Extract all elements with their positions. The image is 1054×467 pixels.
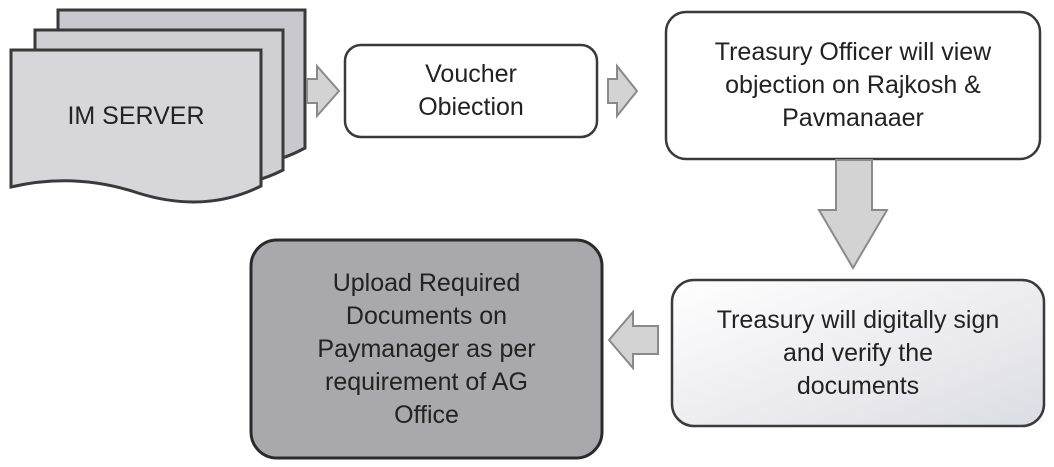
sign-line-2: and verify the bbox=[782, 338, 934, 367]
upload-docs-label: Upload Required Documents on Paymanager … bbox=[251, 244, 602, 454]
treasury-sign-box bbox=[670, 278, 1046, 428]
arrow-down bbox=[817, 159, 889, 270]
upload-line-3: Paymanager as per bbox=[317, 334, 536, 363]
arrow-right-1 bbox=[306, 63, 341, 119]
treasury-sign-label: Treasury will digitally sign and verify … bbox=[672, 282, 1044, 424]
voucher-line-2: Obiection bbox=[418, 93, 524, 121]
voucher-objection-label: Voucher Obiection bbox=[345, 45, 597, 137]
officer-line-2: objection on Rajkosh & bbox=[725, 71, 981, 99]
upload-line-1: Upload Required bbox=[332, 268, 521, 297]
voucher-line-1: Voucher bbox=[425, 60, 517, 88]
voucher-objection-box bbox=[343, 43, 599, 139]
officer-line-3: Pavmanaaer bbox=[782, 104, 924, 132]
treasury-officer-label: Treasury Officer will view objection on … bbox=[666, 14, 1040, 157]
im-server-text: IM SERVER bbox=[67, 101, 205, 130]
upload-line-5: Office bbox=[394, 400, 459, 429]
sign-line-3: documents bbox=[796, 371, 920, 400]
upload-line-4: requirement of AG bbox=[325, 367, 528, 396]
upload-docs-box bbox=[249, 238, 604, 460]
server-page-front bbox=[9, 48, 263, 204]
sign-line-1: Treasury will digitally sign bbox=[716, 305, 1000, 334]
officer-line-1: Treasury Officer will view bbox=[714, 38, 992, 66]
upload-line-2: Documents on bbox=[345, 301, 508, 330]
arrow-left bbox=[607, 309, 659, 371]
arrow-right-2 bbox=[607, 63, 639, 119]
im-server-node bbox=[9, 8, 307, 204]
im-server-label: IM SERVER bbox=[11, 80, 261, 152]
